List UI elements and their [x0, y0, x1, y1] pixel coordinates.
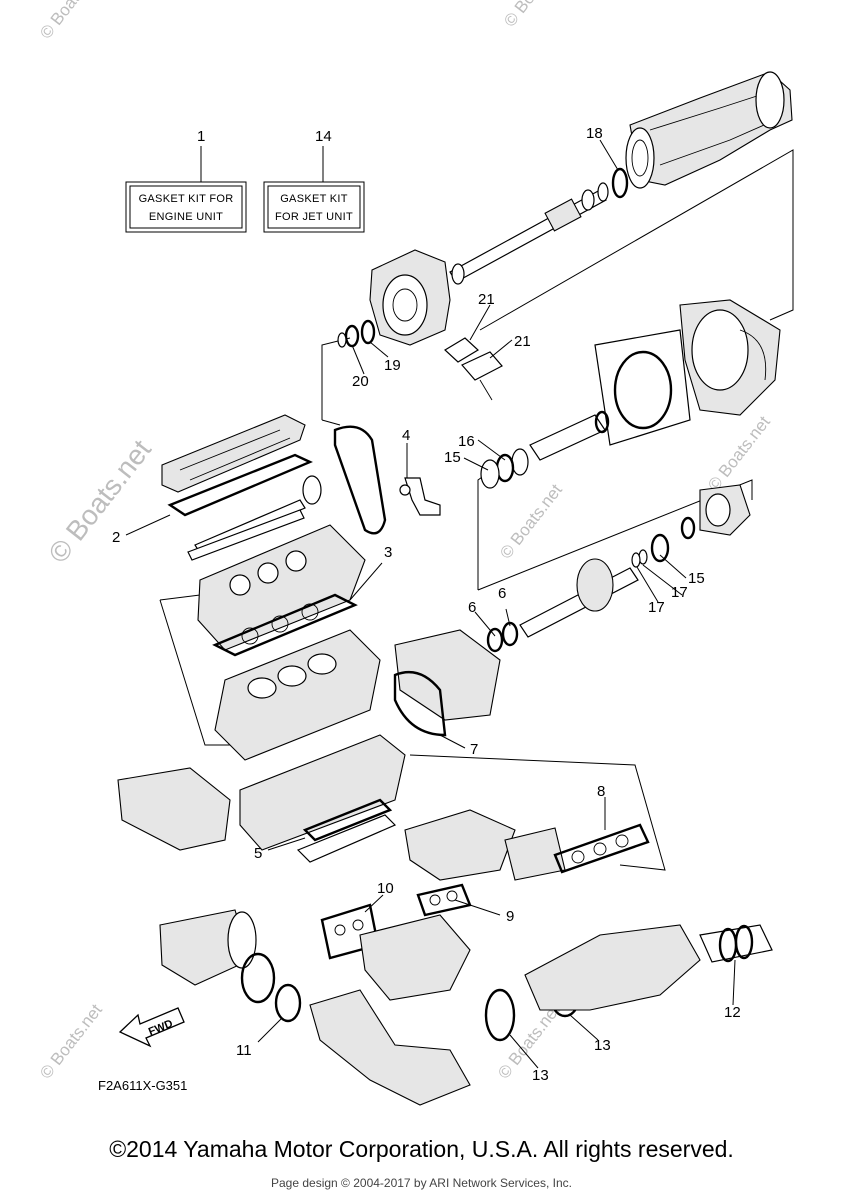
cylinder-block [214, 629, 381, 761]
kit-label-line2: FOR JET UNIT [275, 211, 353, 223]
kit-label-line2: ENGINE UNIT [149, 211, 223, 223]
callout-13a: 13 [594, 1037, 611, 1054]
drive-shaft-lower [486, 558, 639, 653]
watermark-small: © Boats.net [496, 480, 566, 562]
shaft-sleeve [529, 410, 610, 461]
callout-6a: 6 [468, 599, 476, 616]
seals-15-17-lower [631, 516, 696, 568]
callout-18: 18 [586, 125, 603, 142]
watermark-small: © Boats.net [36, 1000, 106, 1082]
chain-tensioner-4 [399, 477, 441, 516]
callout-13b: 13 [532, 1067, 549, 1084]
watermark-small: © Boats.net [500, 0, 570, 30]
callout-8: 8 [597, 783, 605, 800]
gasket-kit-engine: 1 GASKET KIT FOR ENGINE UNIT [125, 128, 247, 233]
callout-12: 12 [724, 1004, 741, 1021]
jet-intake-housing [679, 299, 781, 416]
exploded-parts-diagram: © Boats.net © Boats.net © Boats.net © Bo… [36, 0, 794, 1106]
muffler-chamber [159, 909, 257, 986]
watermark-small: © Boats.net [36, 0, 106, 42]
callout-2: 2 [112, 529, 120, 546]
water-lock [524, 924, 701, 1011]
head-gasket-3 [212, 593, 358, 657]
side-cover [117, 767, 231, 851]
head-cover-gasket-2 [167, 453, 313, 517]
bearing-15-16 [480, 448, 529, 489]
callout-17b: 17 [671, 584, 688, 601]
leader-lines [125, 139, 736, 1069]
callout-16: 16 [458, 433, 475, 450]
callout-4: 4 [402, 427, 410, 444]
timing-chain [333, 425, 387, 535]
copyright-notice: ©2014 Yamaha Motor Corporation, U.S.A. A… [109, 1136, 734, 1162]
crankcase-cover [393, 629, 501, 737]
gasket-kit-jet: 14 GASKET KIT FOR JET UNIT [263, 128, 365, 233]
jet-plate-gasket [594, 329, 691, 446]
drive-shaft-upper [449, 182, 609, 285]
callout-11: 11 [236, 1042, 252, 1059]
fwd-arrow-icon: FWD [118, 1007, 185, 1048]
exhaust-hose [309, 989, 471, 1106]
watermark-small: © Boats.net [494, 1000, 564, 1082]
kit-label-line1: GASKET KIT FOR [139, 193, 234, 205]
callout-21b: 21 [514, 333, 531, 350]
bearing-housing [699, 484, 751, 536]
exhaust-pipe-lower [359, 914, 471, 1001]
kit-label-line1: GASKET KIT [280, 193, 348, 205]
callout-numbers: 2 3 4 5 6 6 7 8 9 10 11 12 13 13 15 15 1… [112, 125, 741, 1084]
impeller-housing [369, 249, 451, 346]
callout-20: 20 [352, 373, 369, 390]
callout-6b: 6 [498, 585, 506, 602]
cylinder-head [197, 524, 366, 651]
watermark-large: © Boats.net [42, 434, 157, 569]
callout-19: 19 [384, 357, 401, 374]
callout-7: 7 [470, 741, 478, 758]
exhaust-gasket-8 [553, 823, 650, 874]
callout-17a: 17 [648, 599, 665, 616]
exhaust-outlet-12 [699, 924, 773, 963]
crankcase-lower [239, 734, 406, 851]
clamp-ring-11 [240, 952, 302, 1023]
watermark-small: © Boats.net [704, 412, 774, 494]
callout-9: 9 [506, 908, 514, 925]
callout-5: 5 [254, 845, 262, 862]
cylinder-head-cover [161, 414, 306, 493]
exhaust-manifold-upper [404, 809, 566, 881]
seal-19-20 [337, 319, 376, 348]
gasket-21 [444, 337, 503, 401]
exhaust-gasket-9 [416, 883, 472, 917]
callout-15b: 15 [688, 570, 705, 587]
callout-3: 3 [384, 544, 392, 561]
o-ring-18 [611, 167, 629, 199]
callout-10: 10 [377, 880, 394, 897]
callout-15a: 15 [444, 449, 461, 466]
jet-pump-nozzle [625, 71, 793, 189]
oil-pan-gasket-5 [296, 798, 397, 863]
diagram-code: F2A611X-G351 [98, 1078, 187, 1093]
callout-number: 14 [315, 128, 332, 145]
page-design-credit: Page design © 2004-2017 by ARI Network S… [270, 1176, 572, 1190]
callout-number: 1 [197, 128, 205, 145]
callout-21a: 21 [478, 291, 495, 308]
camshafts [187, 475, 322, 561]
